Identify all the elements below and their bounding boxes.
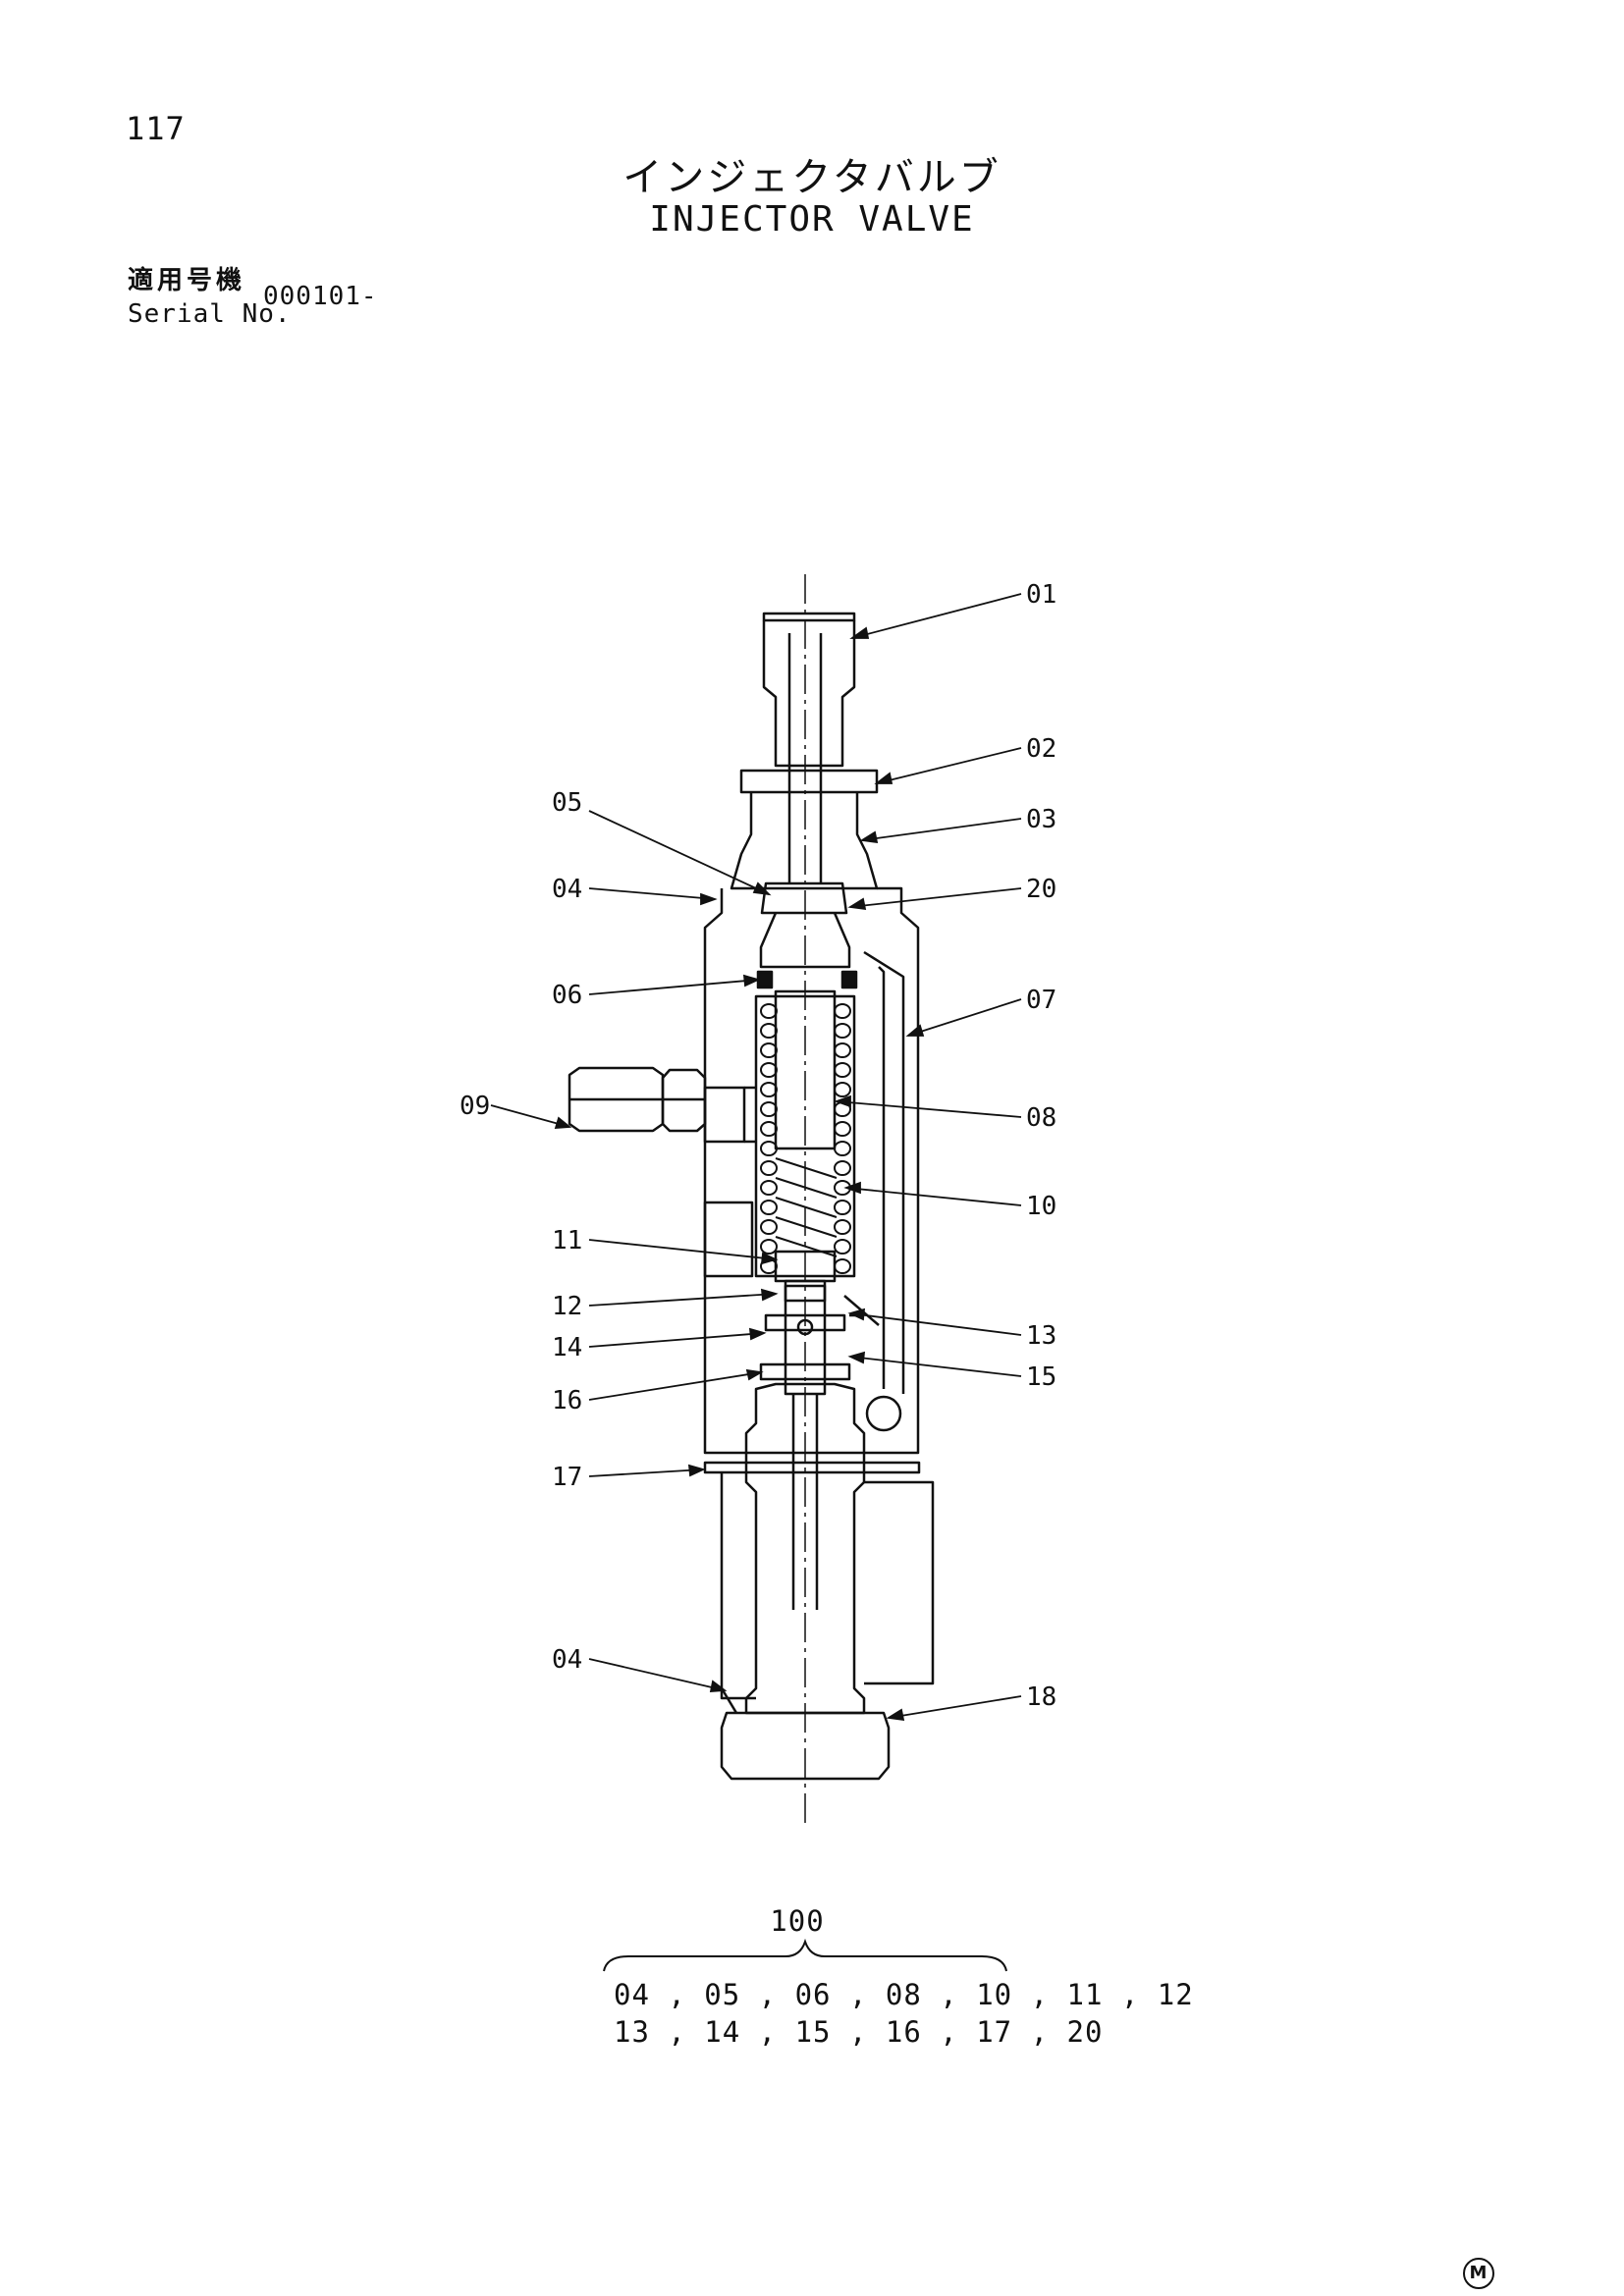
- leader-lines: [490, 593, 1022, 1722]
- page-number: 117: [126, 110, 186, 147]
- part-10-spring-coils: [775, 1157, 838, 1257]
- callout-01: 01: [1026, 580, 1056, 610]
- title-english: INJECTOR VALVE: [649, 199, 975, 240]
- serial-label-japanese: 適用号機: [128, 266, 246, 295]
- body-port: [703, 1201, 754, 1278]
- callout-06: 06: [552, 981, 582, 1010]
- part-02-nut: [739, 769, 879, 794]
- part-04-washer-lower: [720, 1687, 738, 1714]
- serial-label-english: Serial No.: [128, 299, 292, 329]
- part-09-fitting: [568, 1066, 756, 1144]
- callout-04-upper: 04: [552, 875, 582, 904]
- callout-20: 20: [1026, 875, 1056, 904]
- serial-number-value: 000101-: [263, 282, 378, 311]
- part-13-16-poppet: [759, 1284, 864, 1396]
- part-10-spring-left: [760, 1003, 778, 1274]
- callout-13: 13: [1026, 1321, 1056, 1351]
- callout-03: 03: [1026, 805, 1056, 834]
- callout-labels: 01 02 03 20 07 08 10 13 15 18 05 04 06 0…: [460, 580, 1056, 1712]
- callout-10: 10: [1026, 1192, 1056, 1221]
- callout-15: 15: [1026, 1362, 1056, 1392]
- callout-07: 07: [1026, 986, 1056, 1015]
- part-10-spring-right: [834, 1003, 851, 1274]
- title-japanese: インジェクタバルブ: [623, 155, 1001, 200]
- part-05-ring: [760, 881, 848, 915]
- part-01-adapter: [762, 612, 856, 883]
- part-03-fitting: [730, 792, 879, 890]
- part-07-body: [703, 886, 920, 1455]
- manufacturer-mark: M: [1463, 2258, 1494, 2289]
- callout-04-lower: 04: [552, 1645, 582, 1675]
- kit-parts-line-2: 13 , 14 , 15 , 16 , 17 , 20: [614, 2015, 1104, 2049]
- kit-parts-line-1: 04 , 05 , 06 , 08 , 10 , 11 , 12: [614, 1978, 1194, 2011]
- callout-05: 05: [552, 788, 582, 818]
- callout-18: 18: [1026, 1682, 1056, 1712]
- callout-16: 16: [552, 1386, 582, 1415]
- kit-number: 100: [770, 1904, 825, 1938]
- kit-brace: [603, 1938, 1007, 1972]
- part-17-ring: [703, 1461, 921, 1474]
- callout-09: 09: [460, 1092, 490, 1121]
- callout-02: 02: [1026, 734, 1056, 764]
- callout-12: 12: [552, 1292, 582, 1321]
- part-06-oring: [756, 970, 858, 989]
- callout-08: 08: [1026, 1103, 1056, 1133]
- callout-11: 11: [552, 1226, 582, 1255]
- part-18-plug: [720, 1382, 935, 1781]
- callout-14: 14: [552, 1333, 582, 1362]
- callout-17: 17: [552, 1463, 582, 1492]
